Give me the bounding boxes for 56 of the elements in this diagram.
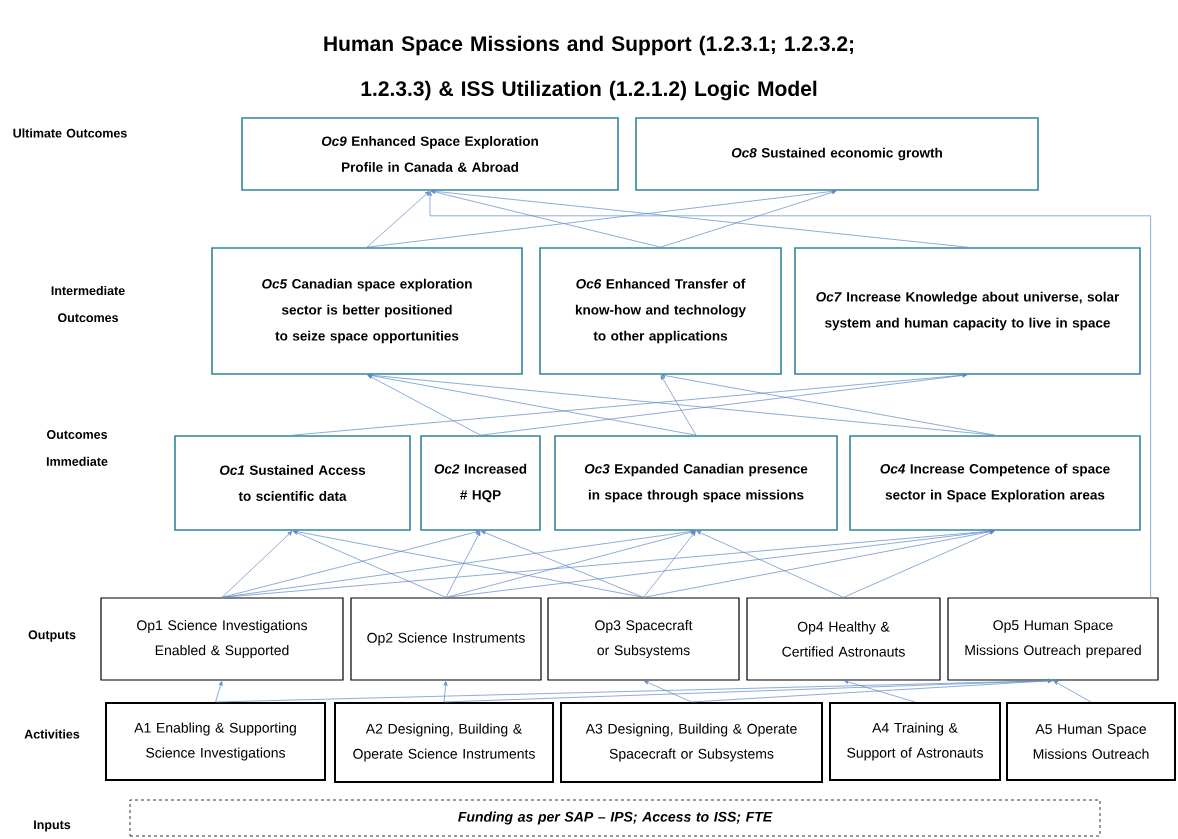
arrow (443, 681, 448, 703)
arrow (691, 678, 1053, 703)
arrow (221, 531, 293, 598)
activity-box: A1 Enabling & Supporting Science Investigations (105, 702, 326, 781)
output-box: Op4 Healthy & Certified Astronauts (746, 597, 941, 681)
arrow (366, 189, 837, 248)
row-label: Activities (24, 729, 80, 739)
arrow (367, 373, 697, 436)
arrow (430, 189, 968, 248)
arrow (661, 373, 996, 436)
arrow (367, 374, 481, 436)
arrow (844, 680, 916, 703)
inputs-box: Funding as per SAP – IPS; Access to ISS; FTE (129, 799, 1101, 837)
arrow (221, 530, 480, 598)
arrow (427, 191, 1151, 598)
output-box: Op5 Human Space Missions Outreach prepared (947, 597, 1159, 681)
activity-box: A2 Designing, Building & Operate Science Instruments (334, 702, 554, 783)
arrow (1053, 680, 1092, 703)
activity-box: A5 Human Space Missions Outreach (1006, 702, 1176, 781)
outcome-box: Oc9 Enhanced Space Exploration Profile in Canada & Abroad (241, 117, 619, 191)
outcome-box: Oc3 Expanded Canadian presence in space through space missions (554, 435, 838, 531)
arrow (480, 373, 967, 436)
outcome-box: Oc1 Sustained Access to scientific data (174, 435, 411, 531)
arrow (430, 190, 661, 248)
output-box: Op2 Science Instruments (350, 597, 542, 681)
activity-box: A4 Training & Support of Astronauts (829, 702, 1001, 781)
arrow (293, 529, 644, 598)
row-label: Outcomes Immediate (46, 430, 108, 466)
arrow (843, 530, 995, 598)
outcome-box: Oc2 Increased # HQP (420, 435, 541, 531)
arrow (445, 529, 995, 598)
outcome-box: Oc6 Enhanced Transfer of know-how and technology to other applications (539, 247, 782, 375)
arrow (643, 529, 995, 598)
arrow (293, 530, 447, 598)
row-label: Ultimate Outcomes (13, 128, 127, 138)
activity-box: A3 Designing, Building & Operate Spacecraft or Subsystems (560, 702, 823, 783)
arrow (696, 530, 844, 598)
outcome-box: Oc4 Increase Competence of space sector in Space Exploration areas (849, 435, 1141, 531)
arrow (644, 680, 692, 703)
row-label: Outputs (28, 630, 76, 642)
row-label: Inputs (34, 820, 71, 832)
arrow (660, 190, 837, 248)
row-label: Intermediate Outcomes (51, 285, 125, 323)
output-box: Op1 Science Investigations Enabled & Supported (100, 597, 344, 681)
title: Human Space Missions and Support (1.2.3.1; 1.2.3.2; 1.2.3.3) & ISS Utilization (1.2.1.2) Logic Model (324, 35, 854, 101)
arrow (215, 681, 223, 703)
arrow (481, 530, 644, 598)
arrow (660, 375, 697, 436)
arrow (366, 191, 430, 248)
outcome-box: Oc7 Increase Knowledge about universe, solar system and human capacity to live in space (794, 247, 1141, 375)
arrow (445, 531, 481, 598)
arrow (643, 531, 696, 598)
outcome-box: Oc5 Canadian space exploration sector is better positioned to seize space opportunities (211, 247, 523, 375)
output-box: Op3 Spacecraft or Subsystems (547, 597, 740, 681)
arrow (445, 530, 696, 598)
outcome-box: Oc8 Sustained economic growth (635, 117, 1039, 191)
